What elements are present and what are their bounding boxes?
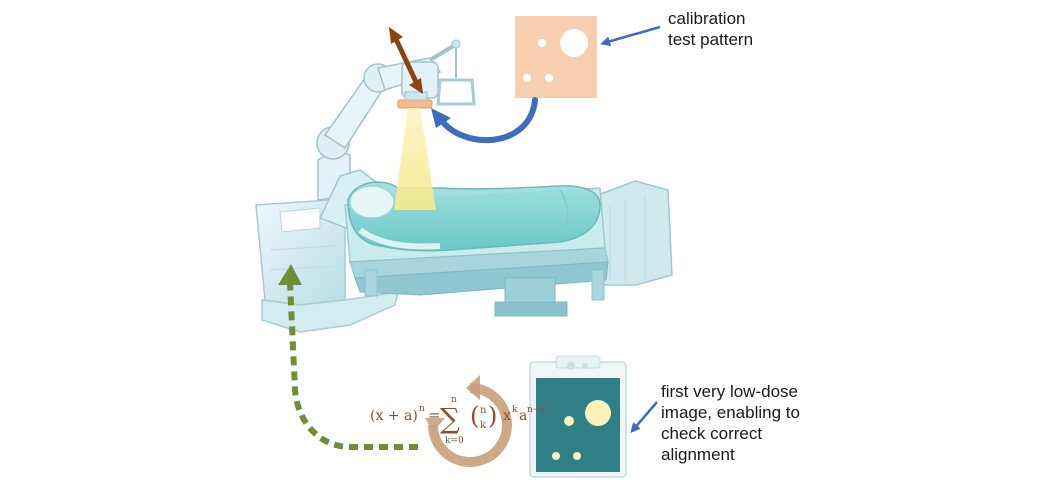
formula-sum-top: n bbox=[451, 395, 457, 405]
robot-base bbox=[255, 199, 399, 333]
processing-cycle bbox=[425, 375, 512, 467]
formula-term-a: a bbox=[519, 408, 527, 424]
calibration-label-line-1: calibration bbox=[668, 9, 746, 28]
arm-motion-arrow bbox=[389, 27, 423, 94]
formula-paren-right: ) bbox=[488, 402, 497, 430]
formula-binom-bottom: k bbox=[480, 420, 487, 431]
calibration-test-pattern bbox=[515, 16, 597, 98]
formula-sum-bottom: k=0 bbox=[445, 436, 464, 446]
svg-text:(x + a): (x + a) bbox=[370, 408, 418, 424]
feedback-arrow bbox=[278, 264, 418, 450]
patient bbox=[347, 181, 601, 252]
patient-lift-trapeze bbox=[428, 39, 476, 106]
calibration-label-line-2: test pattern bbox=[668, 30, 754, 49]
xray-beam bbox=[394, 108, 436, 210]
lowdose-label-line-2: image, enabling to bbox=[661, 403, 800, 422]
lowdose-image-label: first very low-dose image, enabling to c… bbox=[661, 381, 800, 465]
formula-term-x-exp: k bbox=[512, 405, 518, 415]
formula-paren-left: ( bbox=[470, 402, 479, 430]
formula-lhs-exp: n bbox=[419, 404, 425, 414]
formula-binom-top: n bbox=[480, 405, 487, 416]
lowdose-label-line-4: alignment bbox=[661, 445, 735, 464]
formula-term-x: x bbox=[503, 408, 511, 424]
calibration-label: calibration test pattern bbox=[668, 8, 753, 50]
lowdose-pointer-arrow bbox=[630, 401, 658, 434]
formula-equals: = bbox=[428, 406, 441, 424]
flat-panel-detector bbox=[529, 355, 627, 478]
lowdose-label-line-3: check correct bbox=[661, 424, 763, 443]
pattern-to-collimator-arrow bbox=[437, 97, 538, 144]
calibration-pointer-arrow bbox=[600, 25, 661, 47]
lowdose-label-line-1: first very low-dose bbox=[661, 382, 798, 401]
formula-lhs: (x + a) bbox=[370, 408, 418, 424]
binomial-formula: (x + a) n = ∑ n k=0 ( n k ) x k a n−k bbox=[370, 395, 546, 446]
formula-sigma: ∑ bbox=[440, 402, 460, 435]
formula-term-a-exp: n−k bbox=[527, 405, 546, 415]
pattern-to-collimator-arrowhead bbox=[431, 108, 451, 128]
